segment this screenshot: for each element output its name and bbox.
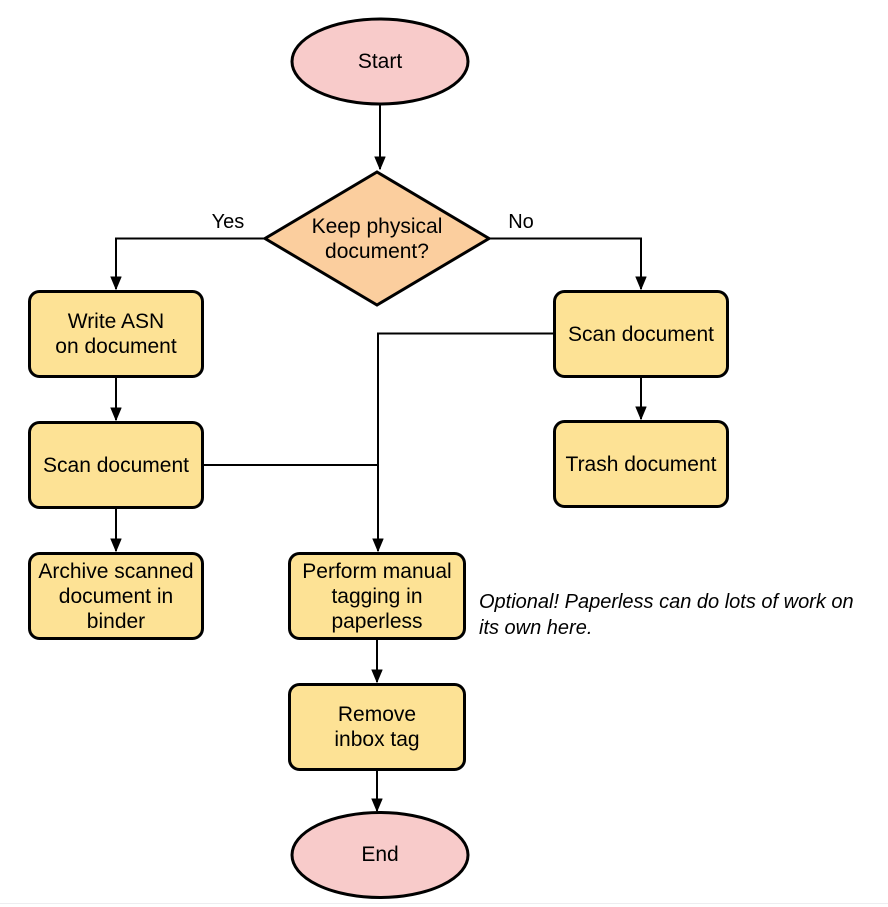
edge-decision-yes <box>116 237 265 290</box>
scan-right-process-shape <box>553 290 729 378</box>
decision-diamond-shape <box>262 170 492 307</box>
end-terminator-shape <box>290 811 470 899</box>
write-asn-process-shape <box>28 290 204 378</box>
archive-process-shape <box>28 552 204 640</box>
edge-scanright-to-tagging <box>378 332 554 552</box>
bottom-divider <box>0 903 888 904</box>
tagging-process-shape <box>288 552 466 640</box>
edge-decision-no <box>489 237 641 290</box>
remove-inbox-process-shape <box>288 683 466 771</box>
start-terminator-shape <box>290 17 470 106</box>
scan-left-process-shape <box>28 421 204 509</box>
edges-group <box>116 104 641 811</box>
nodes-group <box>28 17 729 899</box>
trash-process-shape <box>553 420 729 508</box>
optional-annotation-text: Optional! Paperless can do lots of work … <box>479 591 854 639</box>
